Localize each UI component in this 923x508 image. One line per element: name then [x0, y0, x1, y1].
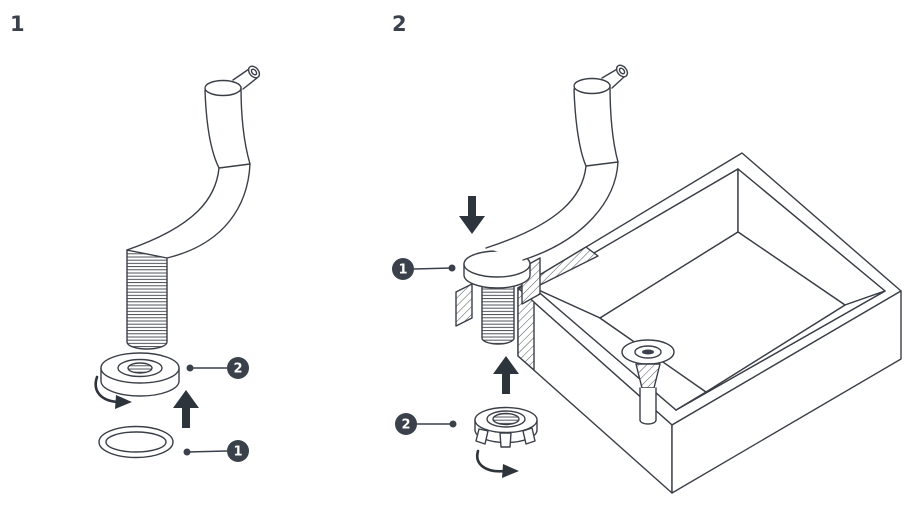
deck-cut-hatch-left — [455, 283, 473, 327]
sink-illustration — [455, 152, 902, 494]
callout-o-ring: 1 — [183, 440, 249, 462]
step-1-panel: 1 — [10, 12, 261, 462]
flange-washer — [100, 352, 180, 397]
callout-badge — [392, 258, 414, 280]
callout-line — [413, 267, 453, 270]
callout-line — [186, 450, 228, 453]
callout-badge — [395, 413, 417, 435]
faucet-illustration — [126, 65, 261, 350]
sink-wall-right — [671, 290, 902, 494]
callout-number: 2 — [233, 362, 242, 377]
up-arrow-icon — [173, 390, 199, 428]
callout-number: 1 — [398, 263, 407, 278]
step-2-number: 2 — [392, 12, 407, 36]
step-1-number: 1 — [10, 12, 25, 36]
callout-mounting-nut: 2 — [395, 413, 457, 435]
o-ring — [98, 425, 174, 459]
callout-badge — [227, 357, 249, 379]
drain-tailpiece — [639, 387, 657, 425]
callout-number: 1 — [233, 445, 242, 460]
rotate-clockwise-arrow-icon — [475, 449, 519, 478]
spout-outlet — [615, 64, 629, 78]
nut-wing — [475, 428, 489, 445]
faucet-illustration — [485, 64, 629, 261]
mounting-nut — [474, 406, 538, 448]
up-arrow-icon — [493, 356, 519, 394]
step-2-panel: 2 — [392, 12, 902, 494]
down-arrow-icon — [459, 196, 485, 234]
faucet-flange — [463, 250, 531, 289]
rotate-clockwise-arrow-icon — [94, 375, 132, 409]
nut-wing — [499, 432, 512, 448]
callout-faucet-flange: 1 — [392, 258, 456, 280]
callout-badge — [227, 440, 249, 462]
threaded-shank — [481, 275, 515, 345]
faucet-cap — [573, 77, 611, 95]
drain — [621, 339, 675, 425]
threaded-shank — [126, 249, 168, 350]
callout-number: 2 — [401, 418, 410, 433]
faucet-cap — [204, 79, 242, 97]
spout-outlet — [247, 65, 261, 79]
callout-flange-washer: 2 — [186, 357, 249, 379]
